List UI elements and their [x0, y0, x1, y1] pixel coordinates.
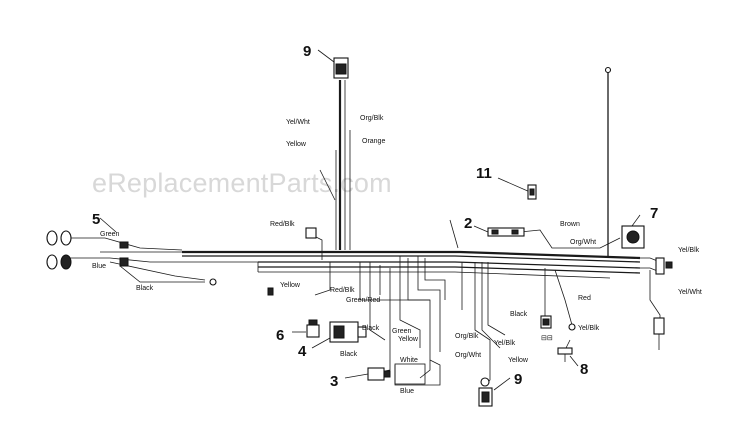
callout-5: 5 [92, 211, 100, 228]
ring-terminal [209, 278, 217, 286]
wire-label: Yellow [286, 141, 307, 148]
wire-label: White [400, 357, 418, 364]
connector [305, 227, 317, 239]
bottom-connector [478, 377, 493, 407]
callout-8: 8 [580, 361, 588, 378]
vertical-harness [319, 80, 351, 250]
wire-label: Org/Blk [455, 333, 479, 340]
wire-label: Yel/Blk [578, 325, 600, 332]
callout-6: 6 [276, 327, 284, 344]
wire-label: Black [340, 351, 358, 358]
bracket-component [487, 227, 525, 237]
key-switch [621, 225, 645, 249]
callout-9-bottom: 9 [514, 371, 522, 388]
connector [119, 241, 129, 249]
connector [119, 257, 129, 267]
wire-label: Yel/Blk [494, 340, 516, 347]
wire-label: Green [100, 231, 120, 238]
callout-11: 11 [476, 165, 492, 182]
fuse-component [497, 177, 537, 200]
solenoid [329, 321, 367, 343]
callout-3: 3 [330, 373, 338, 390]
wire-label: Yel/Wht [286, 119, 310, 126]
callout-2: 2 [464, 215, 472, 232]
wire-label: Org/Blk [360, 115, 384, 122]
headlight-pair [46, 230, 72, 270]
callout-7: 7 [650, 205, 658, 222]
wire-labels: Yel/Wht Org/Blk Yellow Orange Red/Blk Gr… [92, 115, 702, 395]
wire-label: Red [578, 295, 591, 302]
seat-switch [557, 347, 573, 362]
ring-terminal [568, 323, 576, 331]
wire-label: Blue [400, 388, 414, 395]
connector [655, 257, 665, 275]
callout-9-top: 9 [303, 43, 311, 60]
svg-text:⊟⊟: ⊟⊟ [541, 335, 553, 342]
wire-label: Black [510, 311, 528, 318]
wire-label: Blue [92, 263, 106, 270]
lead-box [394, 363, 426, 385]
connector [653, 317, 665, 335]
wire-label: Red/Blk [270, 221, 295, 228]
wire-label: Yellow [508, 357, 529, 364]
wire-label: Yel/Blk [678, 247, 700, 254]
wire-label: Black [136, 285, 154, 292]
wire-label: Orange [362, 138, 385, 145]
top-connector [333, 57, 349, 79]
wire-label: Brown [560, 221, 580, 228]
wire-label: Org/Wht [455, 352, 481, 359]
callout-4: 4 [298, 343, 307, 360]
wire-label: Black [362, 325, 380, 332]
wire-label: Green [392, 328, 412, 335]
wire-label: Yellow [280, 282, 301, 289]
tall-wire-terminal [604, 66, 612, 74]
leader-lines [99, 49, 641, 391]
wire-label: Org/Wht [570, 239, 596, 246]
wire-label: Red/Blk [330, 287, 355, 294]
watermark: eReplacementParts.com [92, 168, 392, 198]
wire-label: Green/Red [346, 297, 380, 304]
main-harness [70, 237, 641, 283]
connector [267, 287, 274, 296]
callout-numbers: 9 11 5 2 7 6 4 3 9 8 [92, 43, 658, 390]
wire-label: Yellow [398, 336, 419, 343]
wire-label: Yel/Wht [678, 289, 702, 296]
plug-connector [367, 367, 391, 381]
relay-component [306, 319, 320, 338]
connector [665, 261, 673, 269]
